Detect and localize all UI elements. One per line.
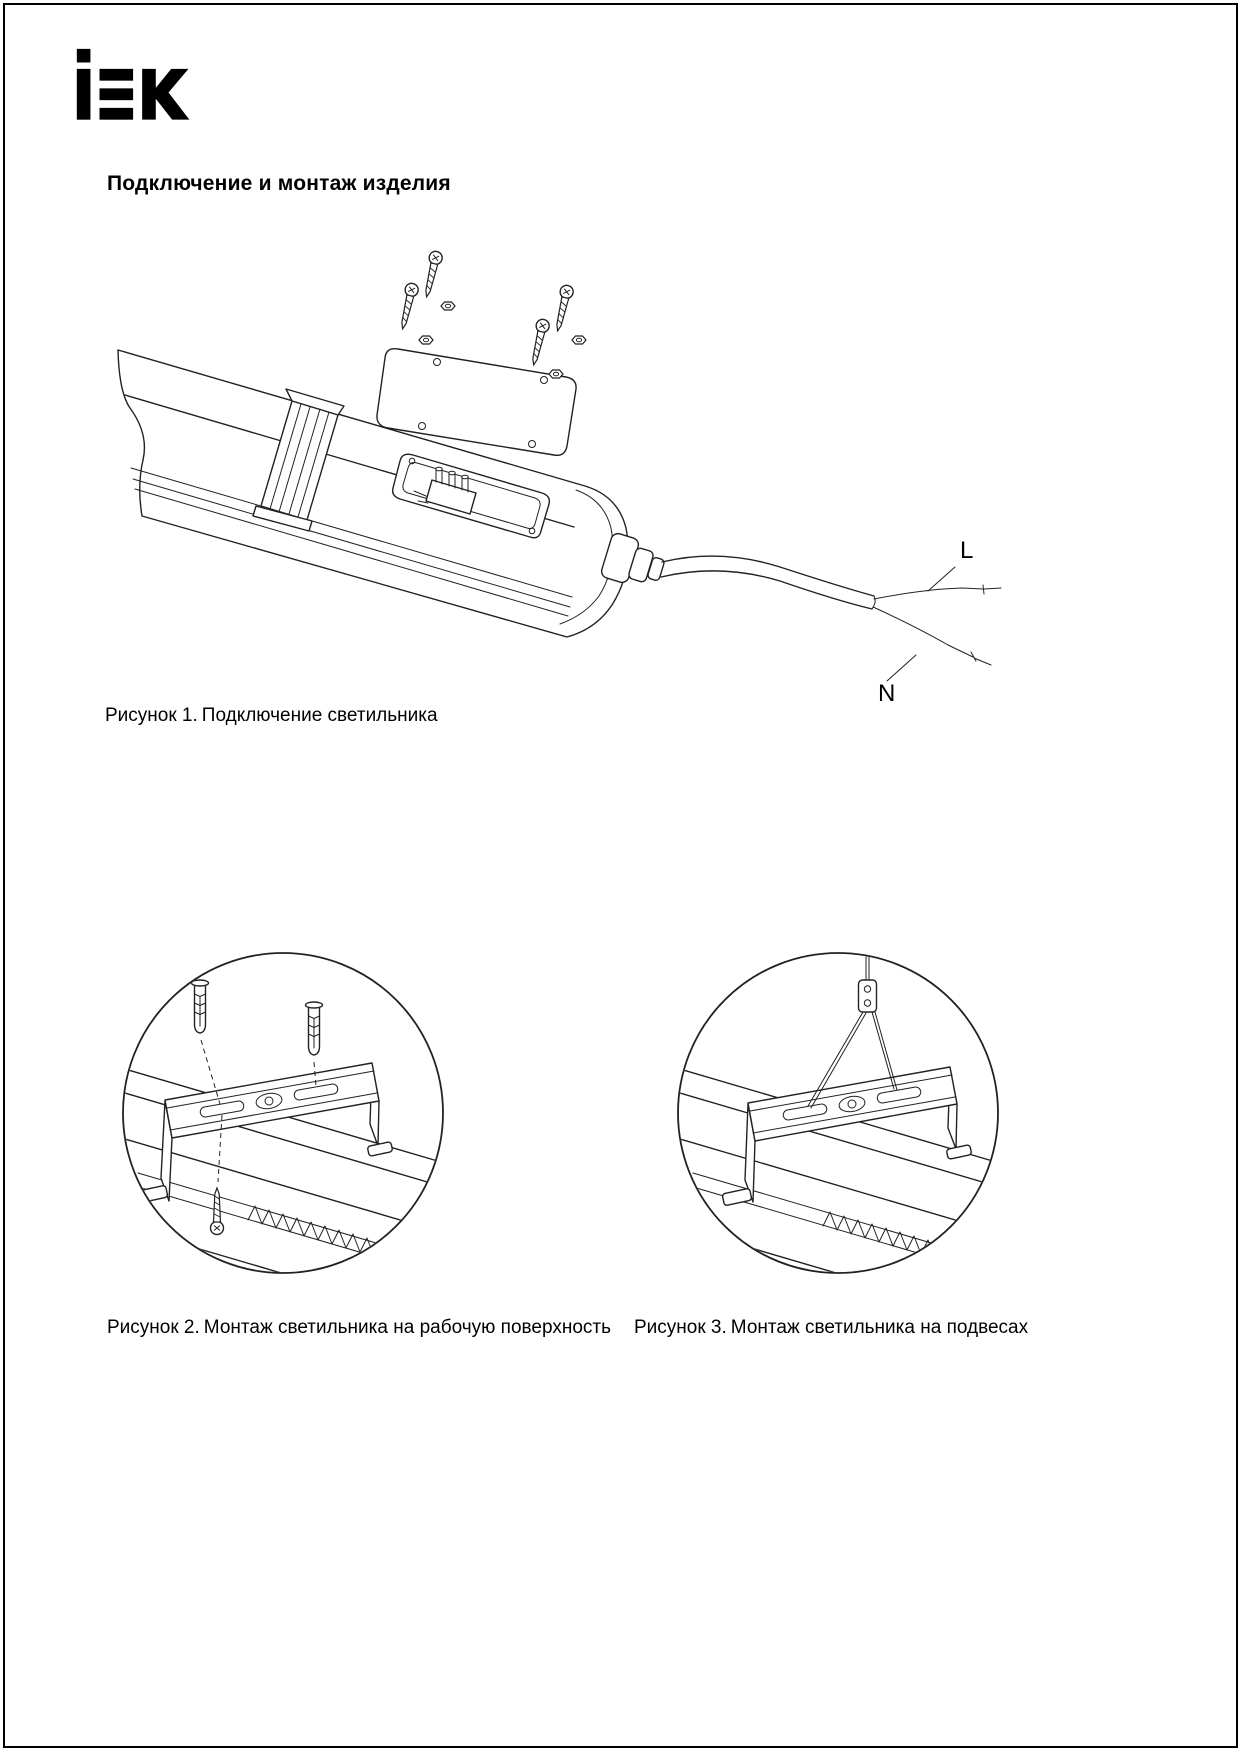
figure1-caption-label: Рисунок 1.: [105, 705, 198, 726]
figure3-caption: Рисунок 3.Монтаж светильника на подвесах: [634, 1317, 1028, 1340]
figure3-drawing: [677, 952, 999, 1274]
screw-icon: [550, 283, 576, 333]
nut-icon: [548, 369, 564, 379]
nut-icon: [440, 301, 456, 311]
bracket-slot: [876, 1086, 922, 1104]
iek-logo-glyphs: [76, 48, 190, 120]
bracket-keyhole: [255, 1092, 283, 1110]
terminal-block: [413, 466, 477, 515]
terminal-compartment: [391, 453, 551, 539]
power-cable: [660, 555, 1002, 666]
mounting-collar: [252, 388, 345, 532]
bracket-keyhole: [838, 1095, 866, 1113]
nut-icon: [571, 335, 587, 345]
suspension-rope: [865, 954, 870, 981]
wire-n: [872, 606, 974, 658]
detail-circle: [122, 952, 444, 1274]
figure2-drawing: [122, 952, 444, 1274]
detail-circle: [677, 952, 999, 1274]
cover-plate: [376, 348, 577, 456]
assembly-axis: [313, 1061, 317, 1087]
bracket-slot: [782, 1103, 828, 1121]
figure2-caption-label: Рисунок 2.: [107, 1317, 200, 1338]
iek-logo: IEK: [76, 48, 190, 120]
figure1-drawing: L N: [117, 249, 1002, 707]
figure1-caption: Рисунок 1.Подключение светильника: [105, 705, 438, 728]
figure3-caption-label: Рисунок 3.: [634, 1317, 727, 1338]
cable-gland: [600, 532, 665, 584]
figure1-caption-text: Подключение светильника: [201, 705, 438, 726]
assembly-axis: [200, 1039, 223, 1183]
screw-icon: [395, 281, 421, 331]
dowel-icon: [304, 1001, 324, 1056]
page-title: Подключение и монтаж изделия: [107, 172, 451, 195]
heatsink-teeth: [247, 1205, 442, 1272]
heatsink-teeth: [822, 1211, 992, 1272]
wire-labels: L N: [878, 537, 973, 707]
suspension-assembly: [807, 954, 898, 1109]
mounting-bracket: [721, 1066, 972, 1206]
screw-icon: [419, 249, 445, 299]
nut-icon: [418, 335, 434, 345]
suspension-wire: [807, 1011, 867, 1109]
bracket-slot: [293, 1083, 339, 1101]
suspension-wire: [871, 1011, 898, 1091]
rope-clamp: [857, 979, 878, 1013]
dowel-icon: [190, 979, 210, 1034]
wire-l: [873, 587, 984, 600]
figure2-caption-text: Монтаж светильника на рабочую поверхност…: [203, 1317, 611, 1338]
figure2-caption: Рисунок 2.Монтаж светильника на рабочую …: [107, 1317, 611, 1340]
screw-icon: [526, 317, 552, 367]
wire-label-l: L: [960, 537, 973, 564]
figure3-caption-text: Монтаж светильника на подвесах: [730, 1317, 1029, 1338]
wire-label-n: N: [878, 680, 895, 707]
bracket-slot: [199, 1100, 245, 1118]
